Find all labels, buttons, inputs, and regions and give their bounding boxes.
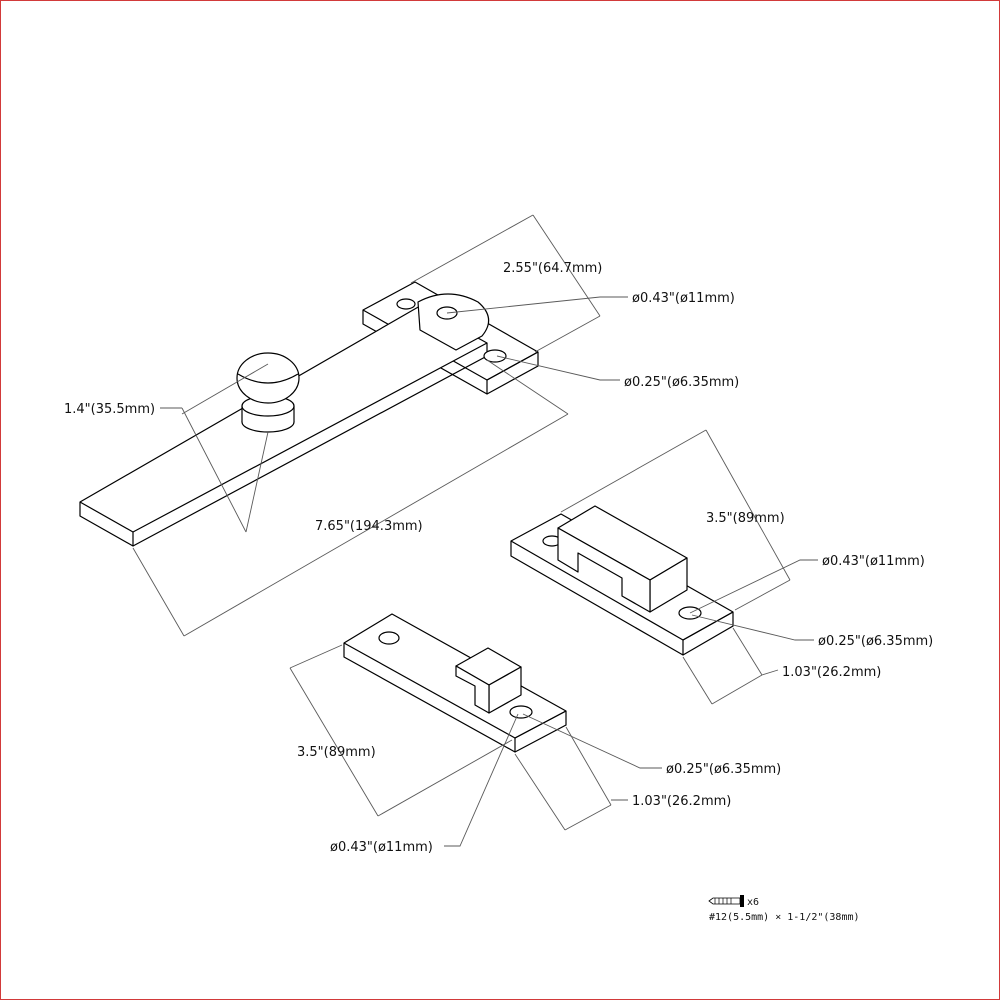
leader-keeper-upper-hole-large [689,559,818,614]
label-arm-hole-small: ø0.25"(ø6.35mm) [624,375,739,390]
dim-ext [734,579,791,611]
dim-ext [486,359,569,415]
dim-ext [410,214,534,284]
arm-bar-edge [79,501,134,533]
dim-ext [560,429,707,513]
leader-arm-hole-small [496,355,620,381]
screw-note: x6 #12(5.5mm) × 1-1/2"(38mm) [708,895,860,923]
screw-spec: #12(5.5mm) × 1-1/2"(38mm) [709,912,860,923]
screw-icon [708,895,744,907]
keeper-upper-edge [682,612,734,656]
dim-keeper-upper-length-line [705,429,791,581]
arm-base-hole-left [396,298,416,310]
dim-keeper-lower-width-line [564,804,612,831]
keeper-upper-edge [682,611,734,641]
casement-stay-arm [79,281,539,547]
dim-ext [245,431,269,533]
dim-ext [377,739,513,817]
keeper-lower-plate [343,613,567,753]
dim-arm-width-line [532,214,601,317]
label-keeper-upper-width: 1.03"(26.2mm) [782,665,881,680]
label-keeper-upper-length: 3.5"(89mm) [706,511,785,526]
keeper-upper-bridge-front [557,527,651,613]
dimension-lines [132,214,818,847]
label-keeper-upper-hole-small: ø0.25"(ø6.35mm) [818,634,933,649]
dim-ext [514,753,566,831]
label-arm-hole-large: ø0.43"(ø11mm) [632,291,735,306]
keeper-lower-edge [514,710,567,739]
dim-arm-length-line [183,413,569,637]
keeper-lower-hole-left [378,631,400,645]
arm-base-hole-right [483,349,507,363]
dim-ext [181,363,269,415]
dim-ext [565,726,612,806]
dimension-labels: 2.55"(64.7mm) ø0.43"(ø11mm) ø0.25"(ø6.35… [64,261,933,855]
keeper-lower-edge [514,711,567,753]
label-arm-width: 2.55"(64.7mm) [503,261,602,276]
leader-keeper-upper-hole-small [691,614,814,641]
keeper-lower-hole-right [509,705,533,719]
label-keeper-lower-length: 3.5"(89mm) [297,745,376,760]
dim-keeper-lower-length-line [289,667,379,817]
label-keeper-upper-hole-large: ø0.43"(ø11mm) [822,554,925,569]
keeper-lower [343,613,567,753]
dim-keeper-upper-width-line [711,674,763,705]
arm-base-edge [486,351,539,381]
dim-ext [534,315,601,353]
label-arm-length: 7.65"(194.3mm) [315,519,423,534]
knob-ball [236,352,300,404]
arm-pivot-end [417,293,490,351]
leader-keeper-lower-hole-large [444,713,519,847]
keeper-lower-edge [343,642,516,739]
leader-keeper-lower-hole-small [522,713,662,769]
label-keeper-lower-hole-large: ø0.43"(ø11mm) [330,840,433,855]
knob-ball-band [237,373,299,384]
label-keeper-lower-width: 1.03"(26.2mm) [632,794,731,809]
dim-ext [132,547,185,637]
dim-ext [289,644,343,669]
dim-ext [682,656,713,705]
dim-tick [761,669,779,676]
keeper-lower-block-front [455,665,490,714]
label-keeper-lower-hole-small: ø0.25"(ø6.35mm) [666,762,781,777]
dim-ext [732,627,763,676]
leader-arm-hole-large [446,296,628,314]
label-knob-height: 1.4"(35.5mm) [64,402,155,417]
keeper-upper-edge [510,540,684,641]
screw-count: x6 [747,897,759,908]
dim-knob-height-line [181,407,247,533]
keeper-upper [510,505,734,656]
